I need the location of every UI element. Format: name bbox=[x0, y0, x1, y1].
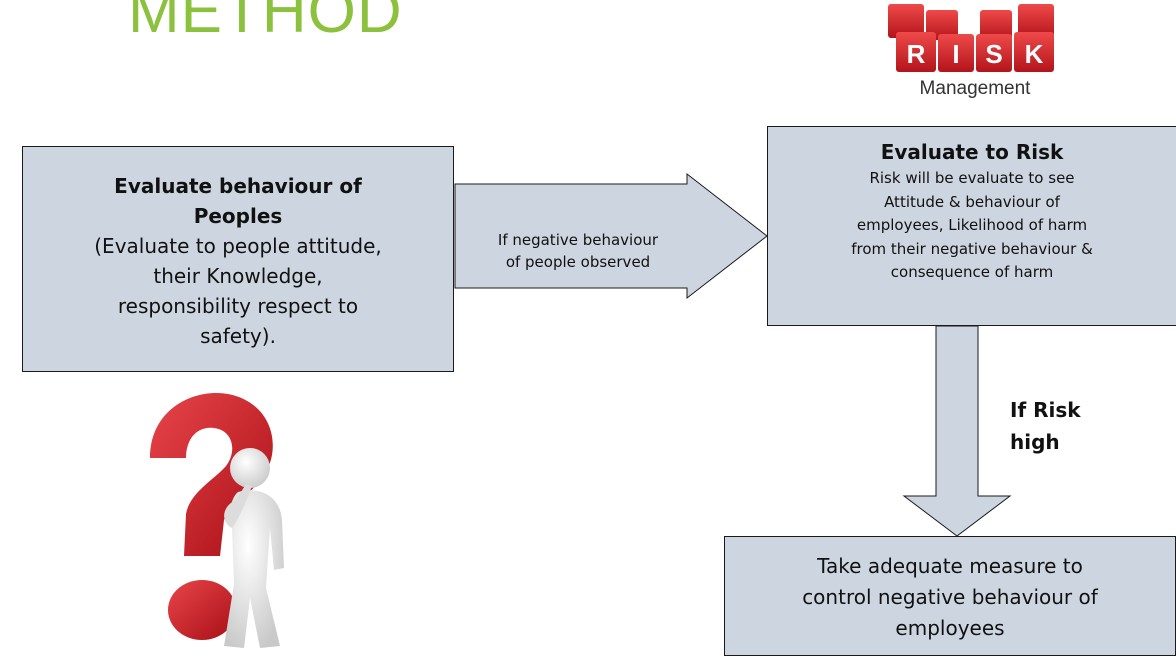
evaluate-behaviour-description: (Evaluate to people attitude, their Know… bbox=[23, 231, 453, 351]
evaluate-risk-heading: Evaluate to Risk bbox=[880, 140, 1064, 164]
evaluate-risk-description-line: Risk will be evaluate to see bbox=[869, 169, 1075, 187]
slide-title: METHOD bbox=[128, 0, 403, 46]
evaluate-behaviour-heading-line: Peoples bbox=[193, 204, 283, 228]
right-arrow-label: If negative behaviour of people observed bbox=[458, 229, 698, 273]
right-arrow-label-line: of people observed bbox=[505, 253, 651, 271]
evaluate-behaviour-box: Evaluate behaviour of Peoples (Evaluate … bbox=[22, 146, 454, 372]
evaluate-behaviour-heading-line: Evaluate behaviour of bbox=[114, 174, 362, 198]
logo-letter-i: I bbox=[952, 39, 959, 69]
logo-letter-r: R bbox=[907, 39, 926, 69]
question-mark-person-illustration bbox=[150, 392, 284, 648]
evaluate-behaviour-description-line: safety). bbox=[200, 324, 276, 348]
down-arrow-label-line: high bbox=[1010, 430, 1060, 454]
logo-letter-s: S bbox=[985, 39, 1002, 69]
right-arrow bbox=[454, 172, 768, 300]
person-icon bbox=[230, 448, 270, 488]
right-arrow-label-line: If negative behaviour bbox=[497, 231, 659, 249]
evaluate-risk-box: Evaluate to Risk Risk will be evaluate t… bbox=[767, 126, 1176, 326]
evaluate-risk-description-line: from their negative behaviour & bbox=[851, 239, 1093, 258]
evaluate-risk-description-line: Attitude & behaviour of bbox=[884, 192, 1060, 211]
take-measure-box: Take adequate measure to control negativ… bbox=[724, 536, 1176, 656]
evaluate-behaviour-description-line: responsibility respect to bbox=[117, 294, 359, 318]
down-arrow bbox=[902, 325, 1012, 537]
take-measure-description: Take adequate measure to control negativ… bbox=[725, 551, 1175, 644]
down-arrow-label-line: If Risk bbox=[1010, 398, 1081, 422]
question-mark-icon bbox=[150, 392, 273, 556]
evaluate-behaviour-heading: Evaluate behaviour of Peoples bbox=[23, 171, 453, 231]
take-measure-description-line: employees bbox=[895, 616, 1005, 640]
risk-management-logo: R I S K Management bbox=[888, 4, 1054, 100]
evaluate-behaviour-description-line: their Knowledge, bbox=[153, 264, 323, 288]
take-measure-description-line: Take adequate measure to bbox=[817, 554, 1083, 578]
evaluate-behaviour-description-line: (Evaluate to people attitude, bbox=[94, 234, 382, 258]
logo-letter-k: K bbox=[1025, 39, 1044, 69]
down-arrow-label: If Risk high bbox=[1010, 394, 1081, 458]
logo-caption: Management bbox=[920, 78, 1032, 99]
evaluate-risk-description-line: consequence of harm bbox=[890, 263, 1054, 281]
evaluate-risk-description-line: employees, Likelihood of harm bbox=[856, 216, 1088, 234]
evaluate-risk-description: Risk will be evaluate to see Attitude & … bbox=[768, 167, 1176, 285]
take-measure-description-line: control negative behaviour of bbox=[802, 585, 1098, 609]
